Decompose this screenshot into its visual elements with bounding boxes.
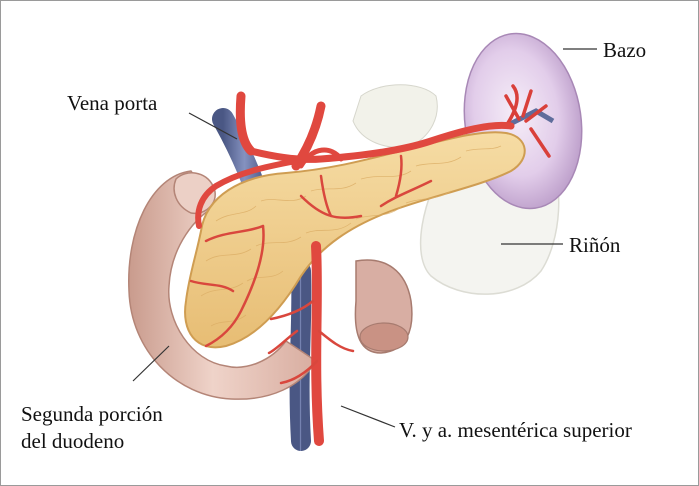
label-vena-porta: Vena porta [67,90,157,116]
label-bazo: Bazo [603,37,646,63]
adrenal-shape [353,85,437,148]
jejunum-opening [360,323,408,351]
label-del-duodeno: del duodeno [21,428,124,454]
mesenteric-artery [316,246,319,441]
label-mesenterica-superior: V. y a. mesentérica superior [399,417,632,443]
label-segunda-porcion: Segunda porción [21,401,163,427]
label-rinon: Riñón [569,232,620,258]
leader-mesenterica [341,406,395,427]
